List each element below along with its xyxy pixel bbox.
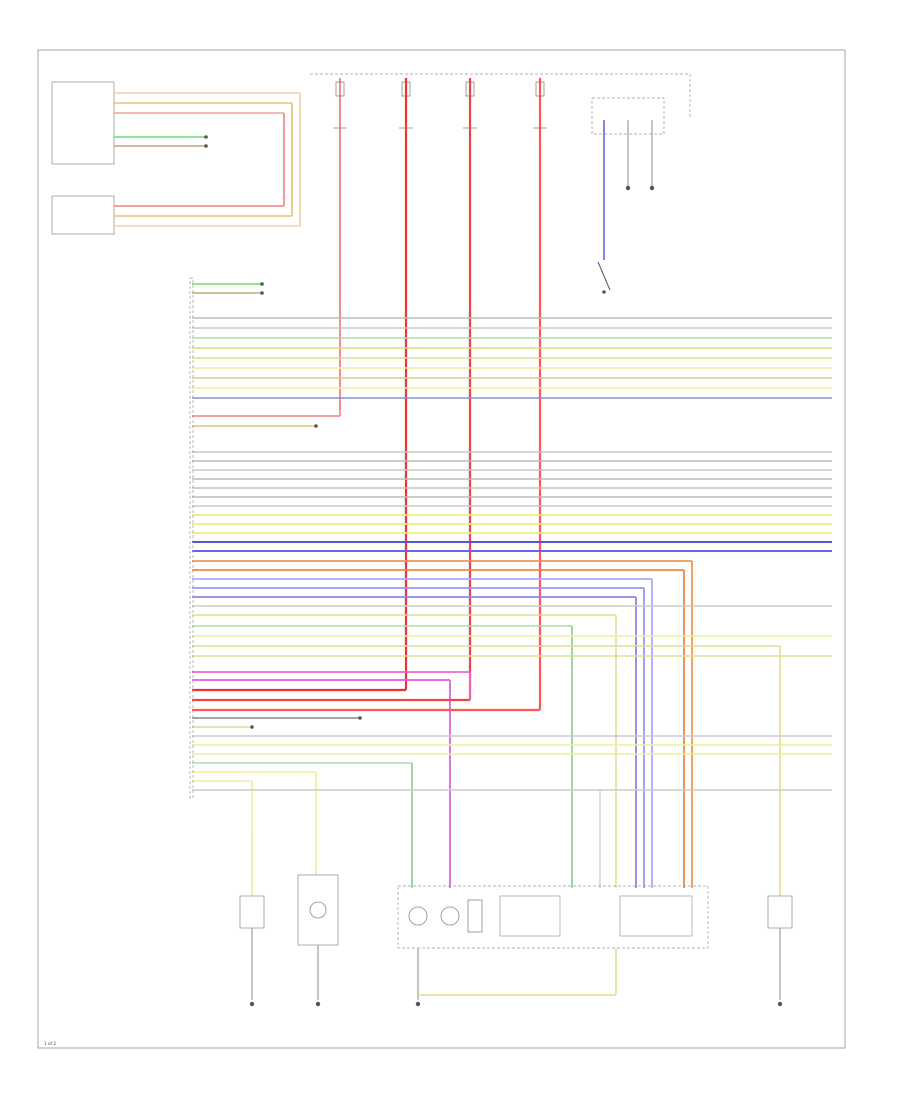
top-right-switch — [591, 74, 691, 294]
control-module-upper — [51, 81, 115, 165]
harness-group-b — [192, 317, 832, 399]
left-turn-lamp — [239, 830, 265, 1007]
page-code: 1 of 2 — [44, 1041, 56, 1046]
harness-group-a — [192, 282, 264, 295]
harness-group-e — [192, 560, 832, 888]
harness-group-f — [192, 671, 832, 896]
harness-group-d — [192, 451, 832, 552]
side-marker-lamp — [297, 874, 339, 1007]
control-module-lower — [51, 195, 115, 235]
diagram-border — [37, 49, 846, 1049]
upper-module-wires — [114, 92, 301, 227]
harness-group-c — [192, 410, 341, 428]
right-turn-lamp — [767, 888, 793, 1007]
control-module-connector-bracket — [189, 277, 194, 799]
headlamp-assembly — [397, 885, 709, 1007]
